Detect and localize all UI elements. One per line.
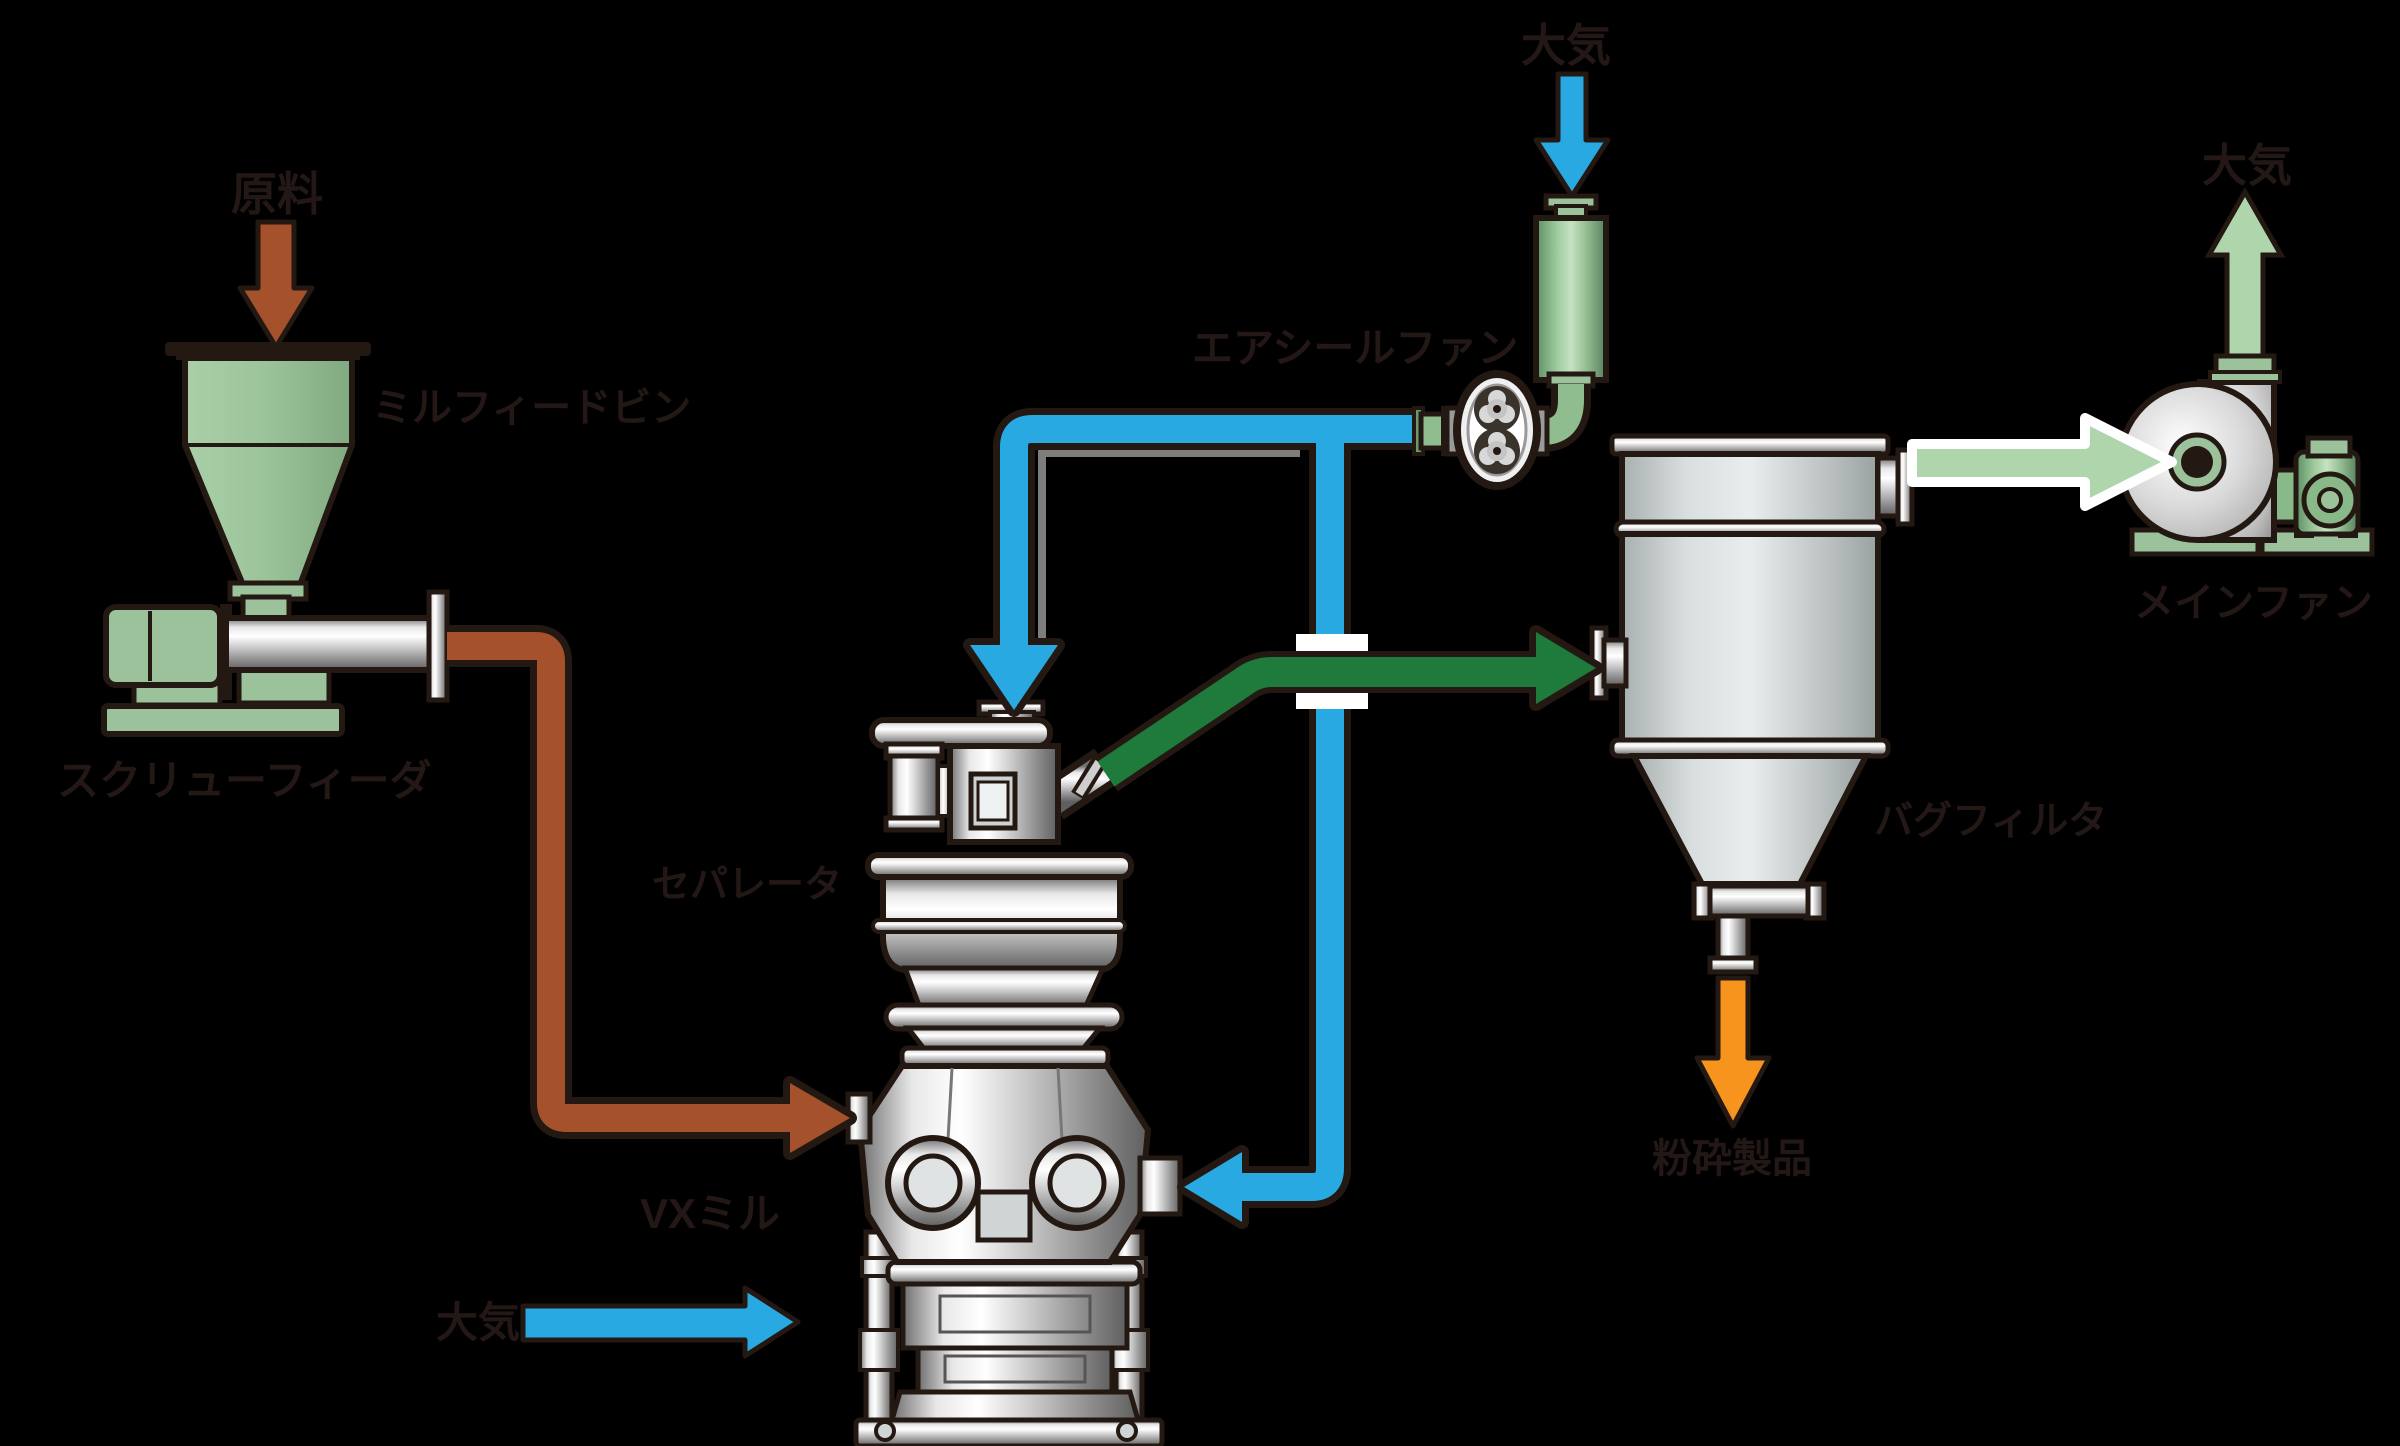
raw-material-in-arrow (237, 219, 315, 350)
air-pipes (963, 408, 1424, 1229)
main-fan (2117, 186, 2375, 557)
pipe-crossing-bridge-top (1296, 634, 1368, 652)
mill-feed-bin (165, 342, 371, 628)
label-air-seal-intake: 大気 (1521, 20, 1611, 71)
label-ground-product: 粉砕製品 (1652, 1137, 1812, 1181)
rotor-top (1479, 390, 1515, 423)
label-air-seal-fan: エアシールファン (1192, 325, 1518, 371)
air-seal-intake-arrow (1533, 71, 1611, 199)
separator-drive (887, 753, 941, 825)
screw-feeder (101, 589, 450, 737)
pipe-shadow (1038, 449, 1300, 645)
vx-mill (845, 1063, 1183, 1446)
rotary-valve (1707, 883, 1811, 919)
air-to-mill-arrow (1184, 1152, 1242, 1222)
air-to-separator-arrow (970, 645, 1058, 710)
mill-air-inlet (1137, 1155, 1183, 1217)
bag-filter (1589, 433, 1915, 975)
product-air-pipe (1094, 625, 1603, 792)
label-vx-mill: VXミル (640, 1190, 780, 1237)
air-seal-fan-blower (1412, 370, 1550, 490)
bag-filter-hopper (1629, 753, 1871, 887)
product-discharge-arrow (1694, 975, 1772, 1129)
label-air-exhaust: 大気 (2202, 140, 2292, 191)
exhaust-arrow (2204, 186, 2286, 365)
label-bag-filter: バグフィルタ (1874, 800, 2107, 843)
label-main-fan: メインファン (2134, 581, 2373, 625)
label-separator: セパレータ (652, 864, 842, 906)
bag-filter-body (1619, 531, 1881, 745)
feeder-outlet-flange (426, 589, 450, 703)
raw-material-pipe (447, 625, 857, 1160)
label-raw-material: 原料 (231, 168, 323, 220)
feeder-tube (223, 615, 437, 673)
label-mill-feed-bin: ミルフィードビン (372, 386, 691, 430)
labels: 原料 ミルフィードビン スクリューフィーダ セパレータ VXミル 大気 エアシー… (57, 20, 2373, 1346)
raw-material-arrow (790, 1083, 850, 1153)
air-seal-silencer (1528, 193, 1609, 452)
label-air-mill-inlet: 大気 (436, 1299, 520, 1346)
air-to-bagfilter-arrow (1536, 632, 1596, 704)
rotor-bottom (1479, 432, 1515, 465)
air-mill-intake-arrow (520, 1285, 801, 1359)
separator (865, 699, 1134, 1069)
bagfilter-to-fan-arrow (1907, 413, 2177, 511)
label-screw-feeder: スクリューフィーダ (57, 757, 432, 804)
pipe-crossing-bridge-bottom (1296, 691, 1368, 709)
